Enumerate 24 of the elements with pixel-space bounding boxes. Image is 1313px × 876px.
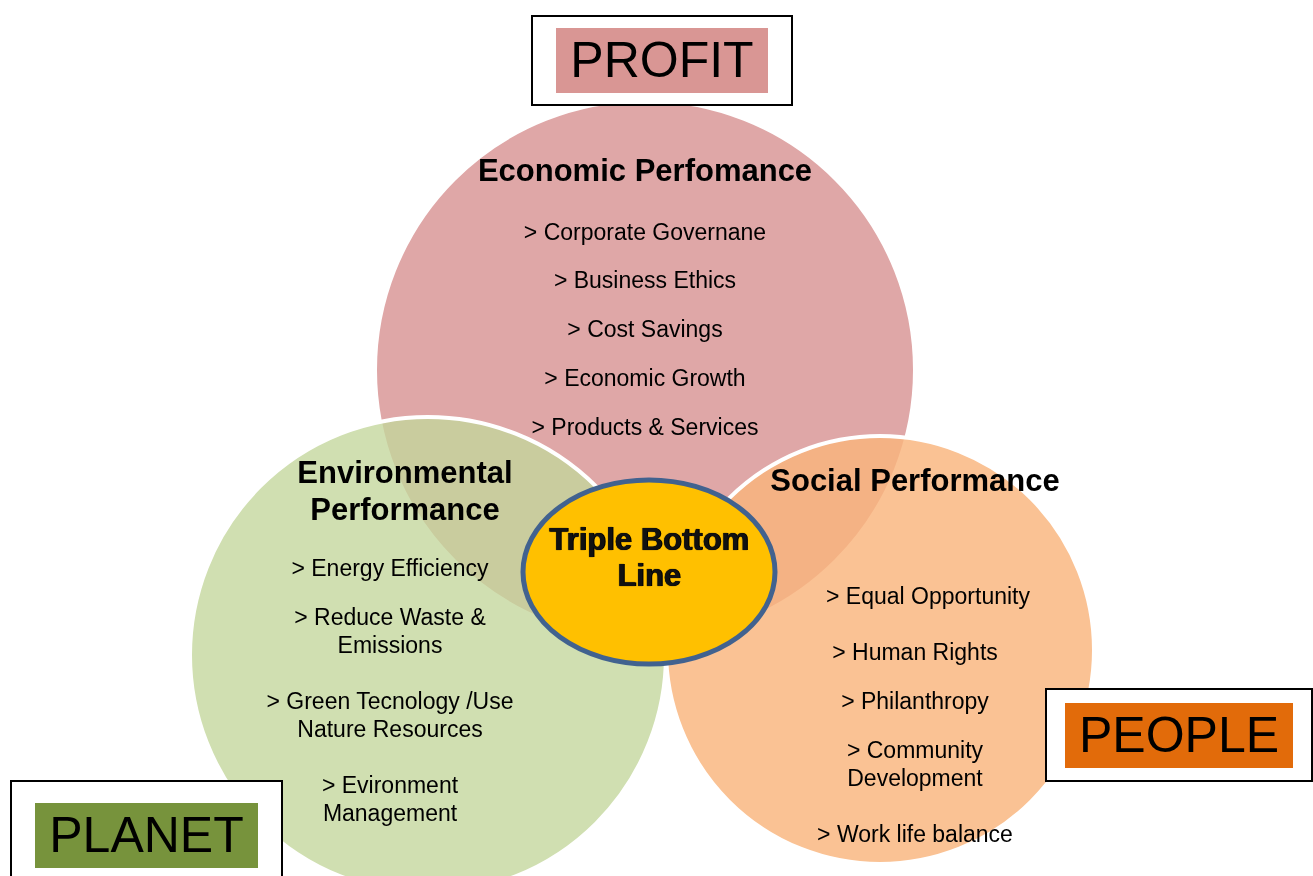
bullet-item: > Work life balance [816, 821, 1014, 849]
label-frame [531, 15, 793, 106]
bullet-item: > Human Rights [831, 639, 999, 667]
bullet-item: > Philanthropy [840, 688, 990, 716]
circle-heading: Social Performance [769, 462, 1061, 500]
bullet-item: > Green Tecnology /Use Nature Resources [265, 688, 515, 744]
bullet-item: > Products & Services [530, 414, 760, 442]
bullet-item: > Business Ethics [552, 267, 738, 295]
category-label: PEOPLE [1064, 702, 1294, 768]
label-frame [1045, 688, 1313, 782]
bullet-item: > Cost Savings [566, 316, 724, 344]
category-label: PLANET [35, 802, 258, 868]
bullet-item: > Energy Efficiency [290, 555, 490, 583]
bullet-item: > Community Development [845, 737, 985, 793]
bullet-item: > Corporate Governane [522, 219, 768, 247]
bullet-item: > Equal Opportunity [825, 583, 1031, 611]
label-frame [10, 780, 283, 876]
bullet-item: > Evironment Management [320, 772, 460, 828]
center-title: Triple Bottom Line [549, 522, 749, 594]
bullet-item: > Reduce Waste & Emissions [293, 604, 487, 660]
bullet-item: > Economic Growth [543, 365, 747, 393]
category-label: PROFIT [556, 28, 768, 93]
circle-heading: Economic Perfomance [476, 152, 814, 190]
circle-heading: Environmental Performance [296, 454, 514, 529]
